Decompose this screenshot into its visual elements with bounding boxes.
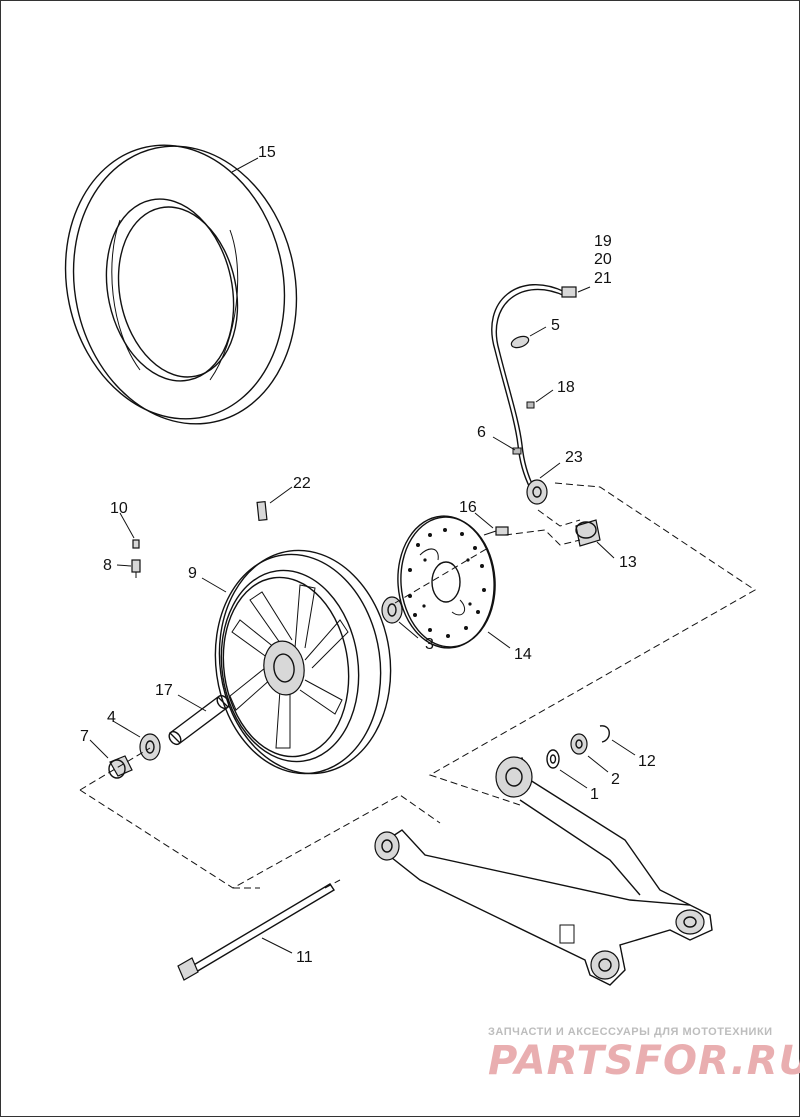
axle-spacer-left [108, 755, 133, 779]
sensor-spacer [575, 519, 601, 547]
callout-6: 6 [477, 424, 486, 441]
callout-2: 2 [611, 771, 620, 788]
axle-washer [546, 749, 560, 769]
watermark: ЗАПЧАСТИ И АКСЕССУАРЫ ДЛЯ МОТОТЕХНИКИ PA… [488, 1026, 800, 1084]
rotor-bolt [483, 526, 509, 536]
assembly-lines [79, 482, 756, 889]
callout-18: 18 [557, 379, 575, 396]
brake-rotor [397, 515, 496, 649]
callout-19: 19 [594, 233, 612, 250]
watermark-tagline: ЗАПЧАСТИ И АКСЕССУАРЫ ДЛЯ МОТОТЕХНИКИ [488, 1026, 773, 1038]
watermark-brand: PARTSFOR.RU [488, 1038, 800, 1084]
callout-1: 1 [590, 786, 599, 803]
callout-16: 16 [459, 499, 477, 516]
rear-axle [177, 883, 335, 981]
tire [64, 144, 298, 425]
callout-15: 15 [258, 144, 276, 161]
callout-labels: 15 19 20 21 5 18 6 23 22 10 16 13 8 9 3 … [80, 144, 656, 966]
leader-lines [89, 157, 636, 954]
callout-4: 4 [107, 709, 116, 726]
wheel-bearing-left [139, 733, 161, 761]
rear-wheel [214, 549, 392, 775]
callout-14: 14 [514, 646, 532, 663]
retaining-clip [599, 725, 610, 743]
callout-11: 11 [296, 949, 313, 966]
callout-7: 7 [80, 728, 89, 745]
callout-12: 12 [638, 753, 656, 770]
callout-13: 13 [619, 554, 637, 571]
callout-8: 8 [103, 557, 112, 574]
callout-10: 10 [110, 500, 128, 517]
callout-21: 21 [594, 270, 612, 287]
valve-stem [131, 559, 141, 578]
callout-5: 5 [551, 317, 560, 334]
callout-3: 3 [425, 636, 434, 653]
callout-23: 23 [565, 449, 583, 466]
abs-sensor-cable [491, 283, 577, 505]
callout-17: 17 [155, 682, 173, 699]
axle-nut [570, 733, 588, 755]
valve-cap [132, 539, 140, 549]
swingarm [374, 756, 713, 986]
wheel-bearing-right [381, 596, 403, 624]
balance-weight [256, 500, 268, 522]
callout-9: 9 [188, 565, 197, 582]
callout-20: 20 [594, 251, 612, 268]
callout-22: 22 [293, 475, 311, 492]
